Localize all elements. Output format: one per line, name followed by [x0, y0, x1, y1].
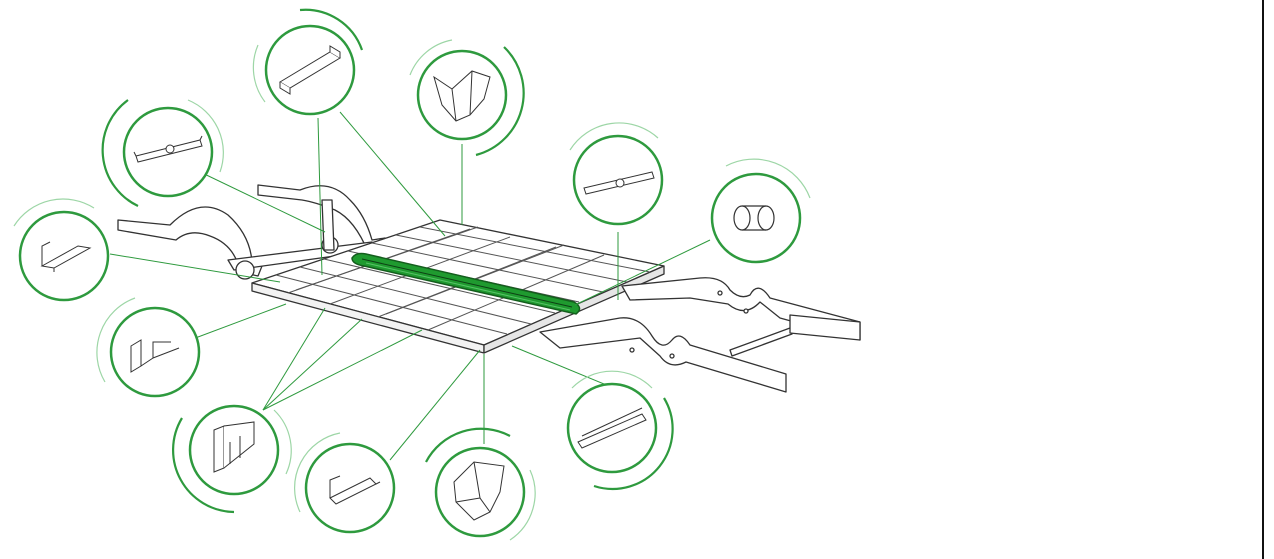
tube-sleeve-icon — [733, 205, 775, 231]
leader-lines — [109, 111, 711, 461]
highlighted-central-beam — [351, 252, 581, 315]
callout-z-profile-1 — [13, 198, 110, 302]
callout-z-profile-2 — [293, 432, 396, 534]
callout-u-profile — [96, 297, 201, 398]
omega-profile-icon — [279, 45, 341, 95]
hat-channel-icon — [133, 135, 203, 163]
hat-channel-icon — [577, 407, 647, 449]
callout-tube-sleeve — [710, 158, 811, 264]
spring-mount-left — [235, 260, 255, 280]
callout-bent-bracket-2 — [425, 427, 536, 541]
callout-hat-channel-3 — [566, 370, 674, 491]
right-border-line — [1262, 0, 1264, 559]
drawbar-head — [789, 314, 861, 341]
drawbar-cross — [729, 327, 793, 357]
z-profile-icon — [329, 475, 381, 505]
callout-double-c-profile — [172, 404, 292, 514]
callout-hat-channel-1 — [101, 99, 224, 207]
u-profile-icon — [130, 339, 180, 373]
rear-left-rail — [117, 206, 263, 277]
hat-channel-icon — [583, 171, 655, 195]
chassis-frame — [117, 184, 389, 280]
bent-bracket-icon — [453, 461, 505, 521]
drawbar-lower-rail — [539, 317, 787, 393]
z-profile-icon — [40, 241, 92, 272]
callout-bent-bracket-1 — [409, 39, 525, 157]
callout-omega-profile — [252, 8, 364, 116]
rear-upright — [321, 199, 335, 251]
bent-bracket-icon — [433, 70, 491, 122]
callout-hat-channel-2 — [569, 122, 664, 226]
front-drawbar — [539, 277, 861, 393]
double-c-profile-icon — [213, 421, 255, 473]
